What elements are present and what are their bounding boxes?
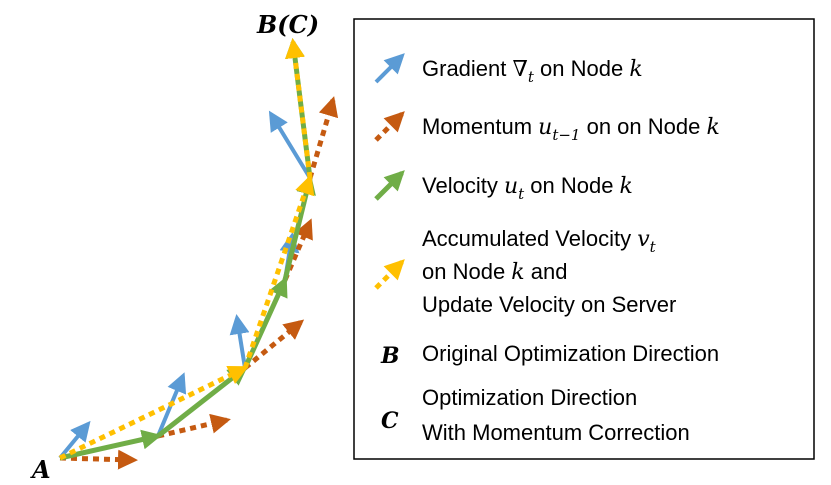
momentum-arrow-1 (59, 449, 138, 470)
legend-velocity-swatch (374, 170, 405, 201)
accumulated-arrow-3 (285, 38, 313, 179)
legend-momentum-label: Momentum ut−1 on on Node k (422, 114, 720, 144)
legend-accumulated-line3: Update Velocity on Server (422, 292, 676, 317)
accumulated-arrow-2 (242, 174, 315, 369)
momentum-arrow-3 (243, 319, 305, 370)
momentum-arrow-2 (157, 413, 231, 439)
label-start-a: A (30, 455, 51, 484)
legend-b-letter: B (380, 343, 400, 369)
legend-velocity-label: Velocity ut on Node k (422, 173, 633, 203)
legend-accumulated-line1: Accumulated Velocity vt (422, 226, 657, 256)
legend-box (353, 18, 815, 460)
path-arrows (58, 38, 339, 470)
label-end-bc: B(C) (256, 10, 319, 39)
legend-c-line2: With Momentum Correction (422, 420, 690, 445)
legend-b-label: Original Optimization Direction (422, 341, 719, 366)
gradient-arrow-3 (229, 314, 250, 369)
velocity-arrow-1 (59, 429, 162, 461)
legend-gradient-swatch (374, 53, 405, 84)
legend-c-line1: Optimization Direction (422, 385, 637, 410)
legend-gradient-label: Gradient ∇t on Node k (422, 56, 643, 86)
legend: Gradient ∇t on Node k Momentum ut−1 on o… (353, 18, 815, 460)
accumulated-arrow-1 (58, 365, 249, 461)
legend-c-letter: C (381, 408, 399, 434)
gradient-arrow-1 (58, 420, 91, 460)
gradient-arrow-5 (268, 110, 312, 180)
momentum-arrow-5 (307, 96, 339, 179)
legend-accumulated-line2: on Node k and (422, 259, 567, 285)
